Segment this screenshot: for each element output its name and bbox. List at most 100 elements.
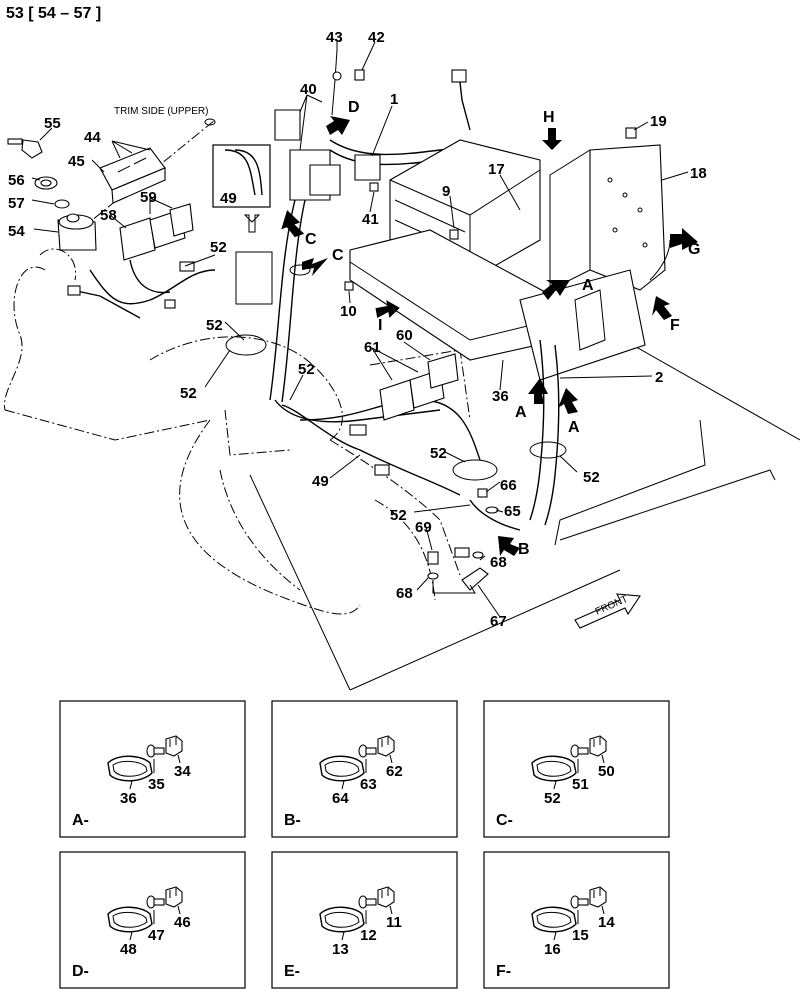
bolt-shank-icon — [365, 898, 377, 906]
bolt-9-icon — [449, 229, 459, 240]
switch-panel-44 — [99, 147, 166, 204]
floor-lower-line — [559, 469, 776, 541]
bolt-19-icon — [625, 127, 637, 139]
connector-61a — [379, 379, 415, 421]
trim-side-line — [79, 119, 216, 231]
callout-65: 65 — [504, 503, 521, 520]
callout-52-d: 52 — [298, 361, 315, 378]
connector-left-c — [164, 299, 176, 309]
view-arrow-A3 — [558, 388, 578, 414]
key-icon — [21, 139, 43, 159]
callout-42: 42 — [368, 29, 385, 46]
floor-cutout-line — [554, 419, 706, 546]
detail-callout-clip: 14 — [598, 914, 615, 931]
detail-label: F- — [496, 963, 511, 980]
clamp-ring-icon — [531, 906, 577, 933]
callout-59: 59 — [140, 189, 157, 206]
bolt-69-icon — [427, 551, 439, 565]
clip-icon — [589, 886, 607, 908]
callout-57: 57 — [8, 195, 25, 212]
clamp-ring-icon — [531, 755, 577, 782]
callout-58: 58 — [100, 207, 117, 224]
connector-block-41 — [354, 154, 381, 181]
view-letter-C2: C — [332, 247, 344, 264]
view-arrow-H — [542, 128, 562, 150]
detail-label: E- — [284, 963, 300, 980]
bolt-shank-icon — [153, 898, 165, 906]
callout-41: 41 — [362, 211, 379, 228]
view-arrow-A1 — [542, 280, 570, 300]
callout-52-c: 52 — [180, 385, 197, 402]
view-letter-C1: C — [305, 231, 317, 248]
nut-43-icon — [332, 71, 342, 81]
detail-label: D- — [72, 963, 89, 980]
view-arrow-A2 — [528, 378, 548, 404]
harness-49-vertical-b — [281, 199, 306, 403]
mounting-plate — [349, 229, 561, 361]
floor-left-line — [249, 474, 351, 691]
view-letter-D: D — [348, 99, 360, 116]
callout-52-f: 52 — [583, 469, 600, 486]
front-arrow: FRONT — [574, 593, 641, 629]
callout-68-b: 68 — [396, 585, 413, 602]
harness-left-2 — [129, 259, 171, 294]
key-switch-assembly — [7, 138, 97, 251]
connector-block-40c — [309, 164, 341, 196]
callout-9: 9 — [442, 183, 450, 200]
washer-68a-icon — [427, 572, 439, 580]
detail-callout-ring: 52 — [544, 790, 561, 807]
detail-callout-bolt: 35 — [148, 776, 165, 793]
harness-49-bottom — [281, 404, 461, 496]
callout-66: 66 — [500, 477, 517, 494]
callout-49-inset: 49 — [220, 190, 237, 207]
detail-frame — [483, 700, 670, 838]
view-letter-A1: A — [582, 277, 594, 294]
detail-frame — [271, 851, 458, 989]
callout-2: 2 — [655, 369, 663, 386]
callout-67: 67 — [490, 613, 507, 630]
view-arrow-G — [670, 228, 698, 250]
connector-block-40a — [274, 109, 301, 141]
bolt-shank-icon — [577, 898, 589, 906]
callout-52-g: 52 — [390, 507, 407, 524]
up-arrow-icon — [243, 214, 261, 233]
view-arrow-C2 — [302, 258, 328, 276]
terminal-67-icon — [461, 567, 489, 591]
detail-label: C- — [496, 812, 513, 829]
detail-callout-bolt: 63 — [360, 776, 377, 793]
callout-56: 56 — [8, 172, 25, 189]
clip-icon — [377, 735, 395, 757]
detail-callout-clip: 62 — [386, 763, 403, 780]
detail-callout-ring: 64 — [332, 790, 349, 807]
bolt-42-icon — [354, 69, 365, 81]
detail-callout-clip: 46 — [174, 914, 191, 931]
callout-60: 60 — [396, 327, 413, 344]
inset-49-box — [212, 144, 271, 208]
bolt-shank-icon — [365, 747, 377, 755]
harness-left-1 — [89, 269, 216, 305]
detail-callout-bolt: 51 — [572, 776, 589, 793]
callout-45: 45 — [68, 153, 85, 170]
cable-tie-52d — [529, 441, 567, 459]
view-arrow-C1 — [281, 210, 305, 238]
clip-icon — [165, 886, 183, 908]
callout-69: 69 — [415, 519, 432, 536]
bracket-2 — [519, 269, 646, 381]
callout-1: 1 — [390, 91, 398, 108]
detail-panels: 363534A-646362B-525150C-484746D-131211E-… — [59, 700, 670, 989]
detail-callout-bolt: 47 — [148, 927, 165, 944]
detail-label: B- — [284, 812, 301, 829]
callout-10: 10 — [340, 303, 357, 320]
bolt-shank-icon — [577, 747, 589, 755]
view-letter-A3: A — [568, 419, 580, 436]
view-letter-A2: A — [515, 404, 527, 421]
cable-tie-52b — [289, 264, 311, 276]
bolt-41-icon — [369, 182, 379, 192]
clamp-ring-icon — [107, 906, 153, 933]
callout-49-main: 49 — [312, 473, 329, 490]
detail-frame — [59, 700, 246, 838]
